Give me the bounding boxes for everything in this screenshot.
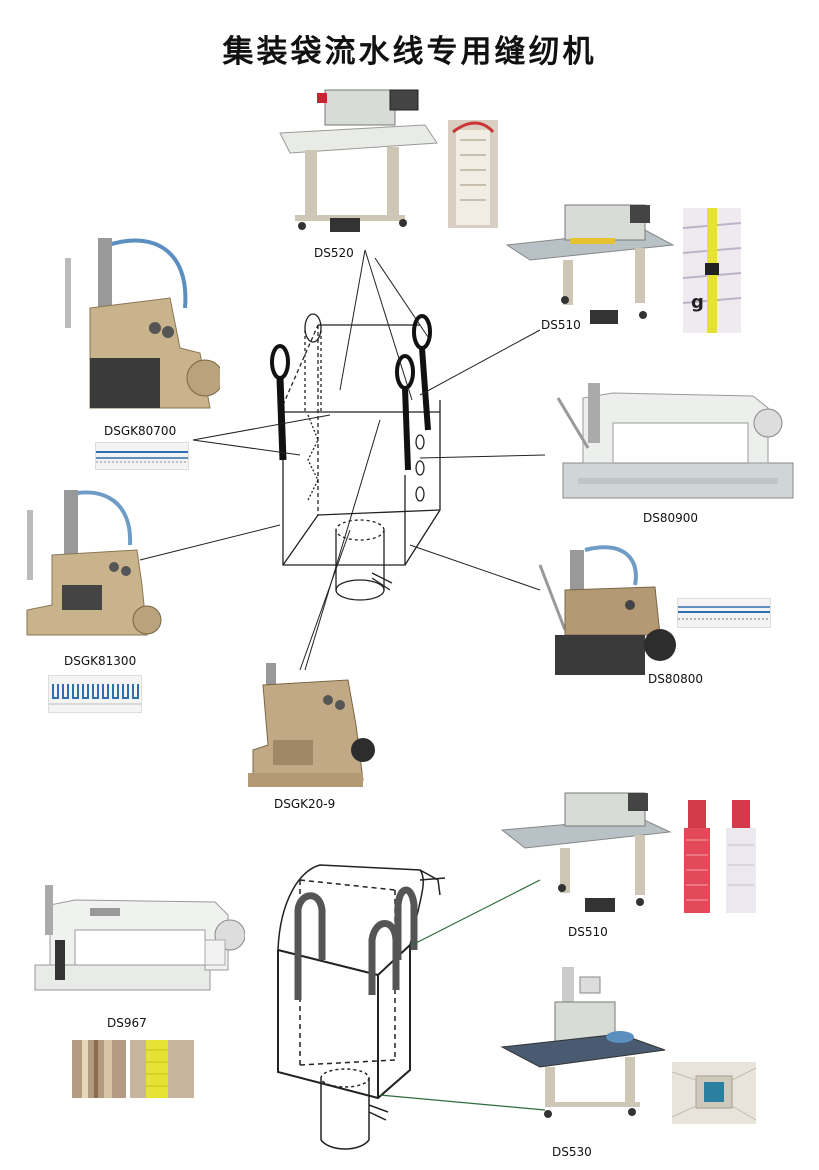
ds510-bottom-machine-image [500, 790, 672, 920]
lifting-loops-bottom [294, 886, 418, 1000]
ds510-top-machine-image [505, 200, 675, 330]
ds80900-machine-image [553, 368, 803, 508]
dsgk81300-label: DSGK81300 [64, 654, 137, 668]
svg-text:g: g [691, 292, 704, 313]
lifting-loops-top [270, 314, 432, 471]
ds510-bottom-label: DS510 [568, 925, 608, 939]
ds80800-label: DS80800 [648, 672, 704, 686]
ds967-sample-swatch-2 [130, 1040, 194, 1098]
ds520-machine-image [275, 85, 440, 240]
ds80800-machine-image [535, 545, 680, 685]
ds967-machine-image [30, 880, 246, 1005]
ds530-sample-swatch [672, 1062, 756, 1124]
dsgk81300-machine-image [22, 485, 162, 645]
ds510-bottom-sample-swatch [680, 800, 760, 915]
ds510-top-label: DS510 [541, 318, 581, 332]
page-title: 集装袋流水线专用缝纫机 [222, 34, 597, 70]
ds80900-label: DS80900 [643, 511, 699, 525]
dsgk81300-sample-swatch [48, 675, 142, 713]
ds530-label: DS530 [552, 1145, 592, 1159]
dsgk80700-machine-image [60, 228, 224, 413]
bulk-bag-diagram-top [282, 313, 441, 601]
connector-lines-top [139, 249, 546, 671]
ds967-sample-swatch-1 [72, 1040, 126, 1098]
ds80800-sample-swatch [677, 598, 771, 628]
dsgk80700-label: DSGK80700 [104, 424, 177, 438]
dsgk80700-sample-swatch [95, 442, 189, 470]
connector-lines-bottom [379, 879, 546, 1111]
ds520-label: DS520 [314, 246, 354, 260]
dsgk20-9-machine-image [248, 655, 383, 790]
ds510-top-sample-swatch: g [683, 208, 741, 333]
ds967-label: DS967 [107, 1016, 147, 1030]
ds520-sample-swatch [448, 120, 498, 228]
dsgk20-9-label: DSGK20-9 [274, 797, 336, 811]
ds530-machine-image [500, 962, 668, 1122]
bulk-bag-diagram-bottom [277, 864, 446, 1150]
